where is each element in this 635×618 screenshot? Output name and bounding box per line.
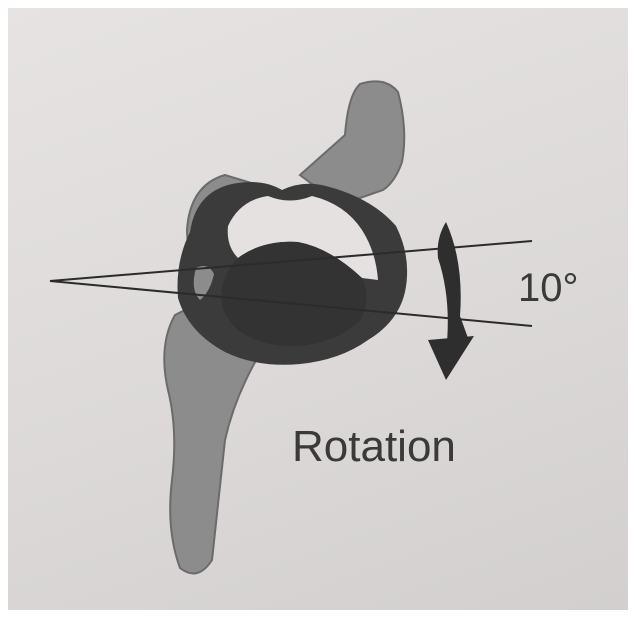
angle-label: 10° — [518, 266, 579, 311]
rotation-label: Rotation — [292, 422, 456, 472]
